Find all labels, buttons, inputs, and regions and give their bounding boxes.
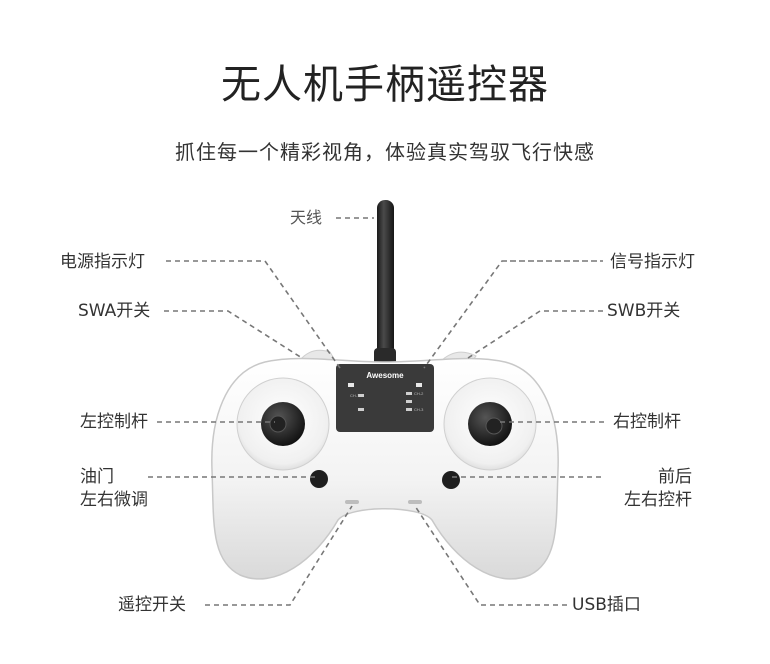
face-panel: Awesome CH-1 CH-2 CH-3	[336, 364, 434, 432]
panel-marking: CH-3	[414, 407, 424, 412]
usb-port	[408, 500, 422, 504]
brand-label: Awesome	[366, 371, 404, 380]
pitch-trim-button	[442, 471, 460, 489]
leader-lines	[148, 217, 604, 606]
label-throttle-line1: 油门	[80, 467, 114, 487]
label-power-switch: 遥控开关	[118, 595, 186, 615]
label-pitch-line2: 左右控杆	[624, 490, 692, 510]
label-antenna: 天线	[290, 208, 323, 227]
left-stick	[236, 377, 330, 471]
label-right-stick: 右控制杆	[613, 412, 681, 432]
label-power-led: 电源指示灯	[60, 252, 145, 272]
antenna	[374, 200, 396, 372]
panel-marking: CH-1	[350, 393, 360, 398]
label-swa: SWA开关	[78, 301, 151, 321]
label-left-stick: 左控制杆	[80, 412, 148, 432]
label-pitch-line1: 前后	[658, 467, 692, 487]
page-subtitle: 抓住每一个精彩视角，体验真实驾驭飞行快感	[175, 140, 595, 164]
label-usb: USB插口	[572, 595, 641, 615]
label-swb: SWB开关	[607, 301, 681, 321]
page-title: 无人机手柄遥控器	[221, 62, 549, 108]
signal-led	[416, 383, 422, 387]
label-throttle-line2: 左右微调	[80, 490, 148, 510]
right-stick	[443, 377, 537, 471]
panel-marking: CH-2	[414, 391, 424, 396]
throttle-trim-button	[310, 470, 328, 488]
power-led	[348, 383, 354, 387]
power-switch	[345, 500, 359, 504]
label-signal-led: 信号指示灯	[610, 252, 695, 272]
